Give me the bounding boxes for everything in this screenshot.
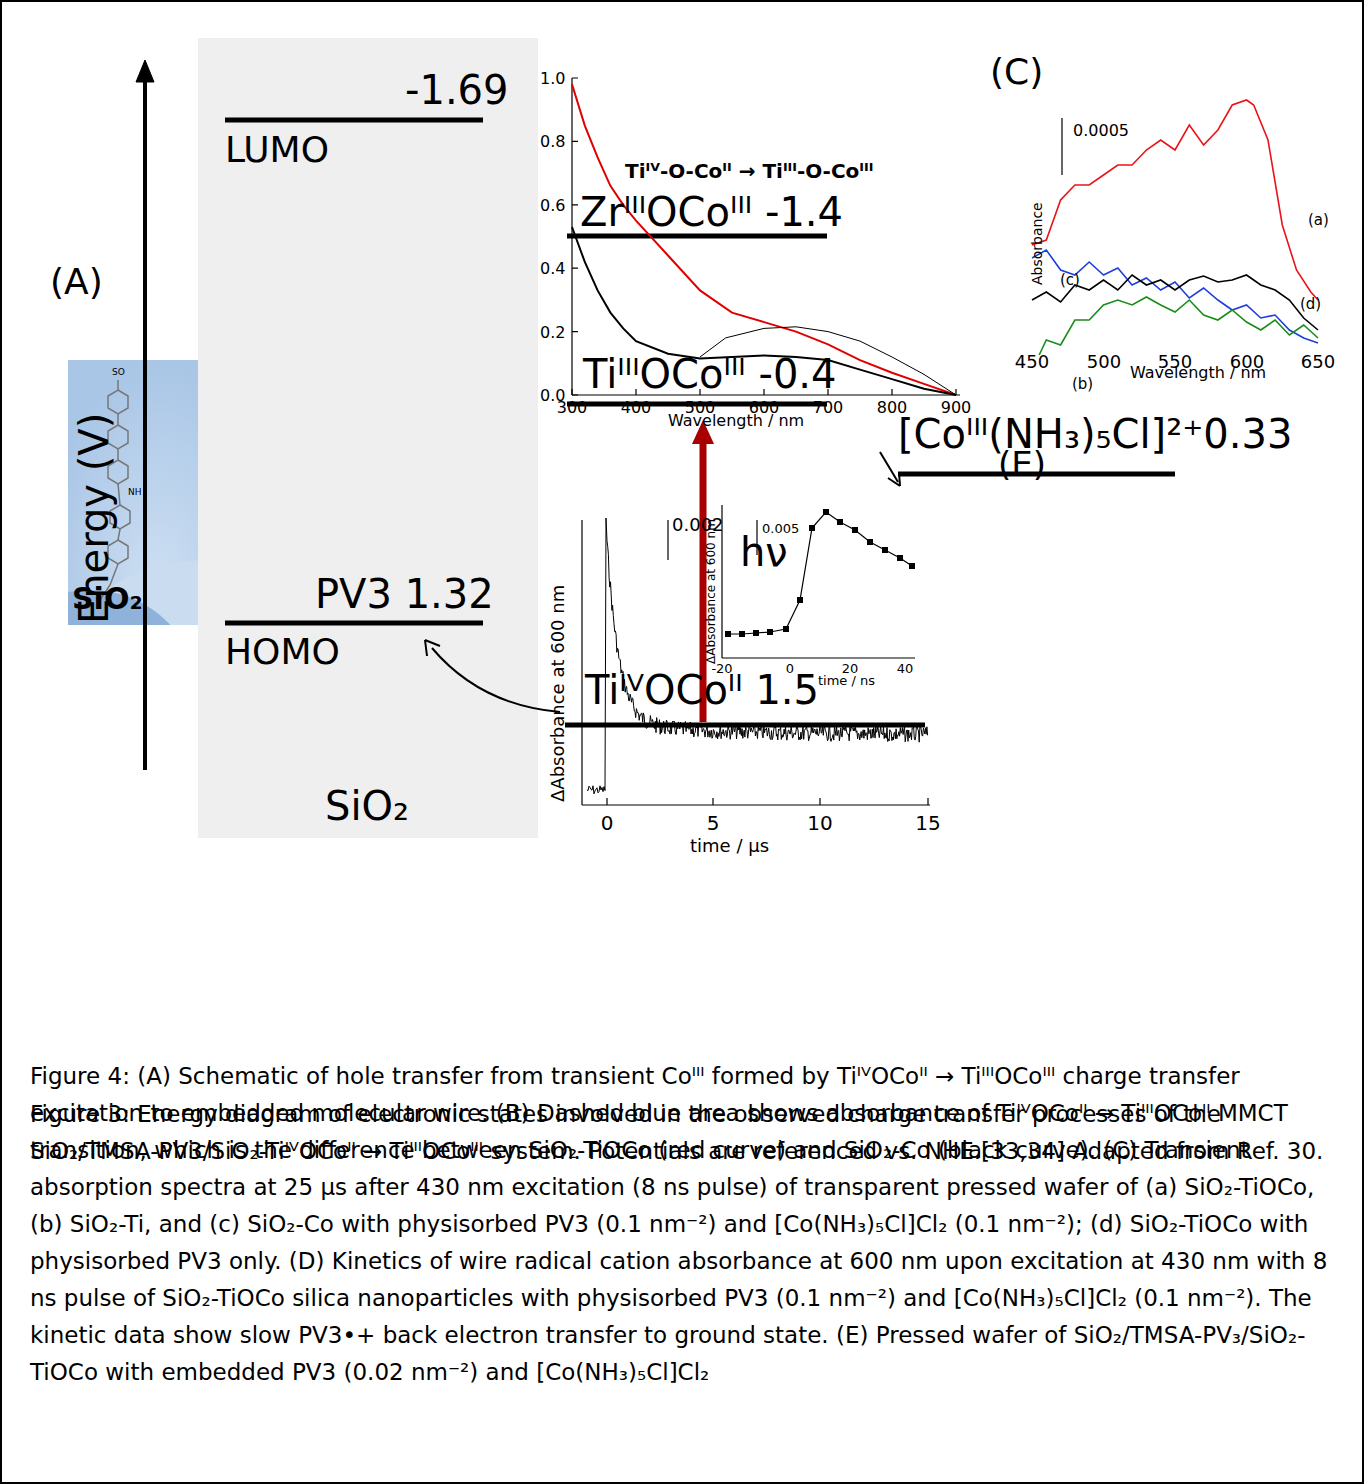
tick-label: 0 — [601, 812, 614, 834]
plot-label: 0.0005 — [1073, 122, 1129, 140]
plot-label: ΔAbsorbance at 600 nm — [548, 585, 568, 802]
data-point — [909, 563, 915, 569]
plot-label: Wavelength / nm — [1130, 364, 1266, 382]
orbital-label: HOMO — [225, 632, 340, 672]
plot-label: Wavelength / nm — [668, 412, 804, 430]
level-label: [Coᴵᴵᴵ(NH₃)₅Cl]²⁺0.33 — [898, 412, 1292, 456]
data-point — [837, 519, 843, 525]
data-point — [897, 555, 903, 561]
data-point — [852, 527, 858, 533]
plot-label: (a) — [1308, 212, 1329, 229]
plot-label: (C) — [990, 52, 1043, 92]
level-label: TiᴵᴵᴵOCoᴵᴵᴵ -0.4 — [583, 352, 837, 396]
data-point — [783, 626, 789, 632]
plot-label: (d) — [1300, 296, 1321, 313]
data-point — [823, 509, 829, 515]
plot-label: 1.0 — [540, 70, 565, 88]
panel-letter: (E) — [998, 446, 1046, 483]
atom-label: NH — [128, 488, 142, 498]
data-point — [809, 525, 815, 531]
orbital-label: LUMO — [225, 130, 329, 170]
tick-label: 650 — [1301, 352, 1335, 372]
level-label: ZrᴵᴵᴵOCoᴵᴵᴵ -1.4 — [580, 190, 843, 234]
plot-label: time / µs — [690, 836, 769, 856]
tick-label: 450 — [1015, 352, 1049, 372]
photon-label: hν — [740, 530, 788, 574]
plot-c-curves — [1032, 100, 1318, 355]
tick-label: 40 — [897, 662, 914, 676]
panel-letter: (A) — [50, 262, 103, 302]
tick-label: 800 — [877, 399, 908, 417]
figure-caption: Figure 4: (A) Schematic of hole transfer… — [30, 1058, 1335, 1391]
tick-label: 700 — [813, 399, 844, 417]
plot-label: time / ns — [818, 674, 875, 688]
data-point — [739, 631, 745, 637]
data-point — [767, 629, 773, 635]
plot-label: 0.8 — [540, 133, 565, 151]
data-point — [882, 547, 888, 553]
data-point — [725, 631, 731, 637]
tick-label: 5 — [707, 812, 720, 834]
data-point — [753, 630, 759, 636]
plot-label: 0.4 — [540, 260, 565, 278]
plot-label: ΔAbsorbance at 600 nm — [705, 519, 718, 664]
tick-label: -20 — [711, 662, 732, 676]
plot-b-axes — [572, 78, 960, 395]
tick-label: 15 — [915, 812, 940, 834]
panel-label: SiO₂ — [325, 783, 409, 829]
energy-value: -1.69 — [405, 68, 509, 112]
data-point — [797, 597, 803, 603]
material-label: SiO₂ — [72, 582, 143, 615]
plot-d-axes — [582, 505, 930, 805]
plot-label: 0.6 — [540, 197, 565, 215]
tick-label: 900 — [941, 399, 972, 417]
plot-label: 0.2 — [540, 324, 565, 342]
data-point — [867, 539, 873, 545]
plot-label: Absorbance — [1030, 202, 1045, 285]
plot-label: 0.005 — [762, 522, 799, 536]
plot-label: (b) — [1072, 376, 1093, 393]
plot-label: (c) — [1060, 272, 1080, 289]
level-label: PV3 1.32 — [315, 572, 494, 616]
tick-label: 300 — [557, 399, 588, 417]
level-label: TiᴵⱽOCoᴵᴵ 1.5 — [585, 668, 819, 712]
silica-illustration — [68, 360, 198, 625]
transition-title: Tiᴵⱽ-O-Coᴵᴵ → Tiᴵᴵᴵ-O-Coᴵᴵᴵ — [625, 160, 873, 182]
atom-label: SO — [112, 368, 125, 378]
tick-label: 0 — [786, 662, 794, 676]
tick-label: 10 — [807, 812, 832, 834]
tick-label: 400 — [621, 399, 652, 417]
tick-label: 500 — [1087, 352, 1121, 372]
